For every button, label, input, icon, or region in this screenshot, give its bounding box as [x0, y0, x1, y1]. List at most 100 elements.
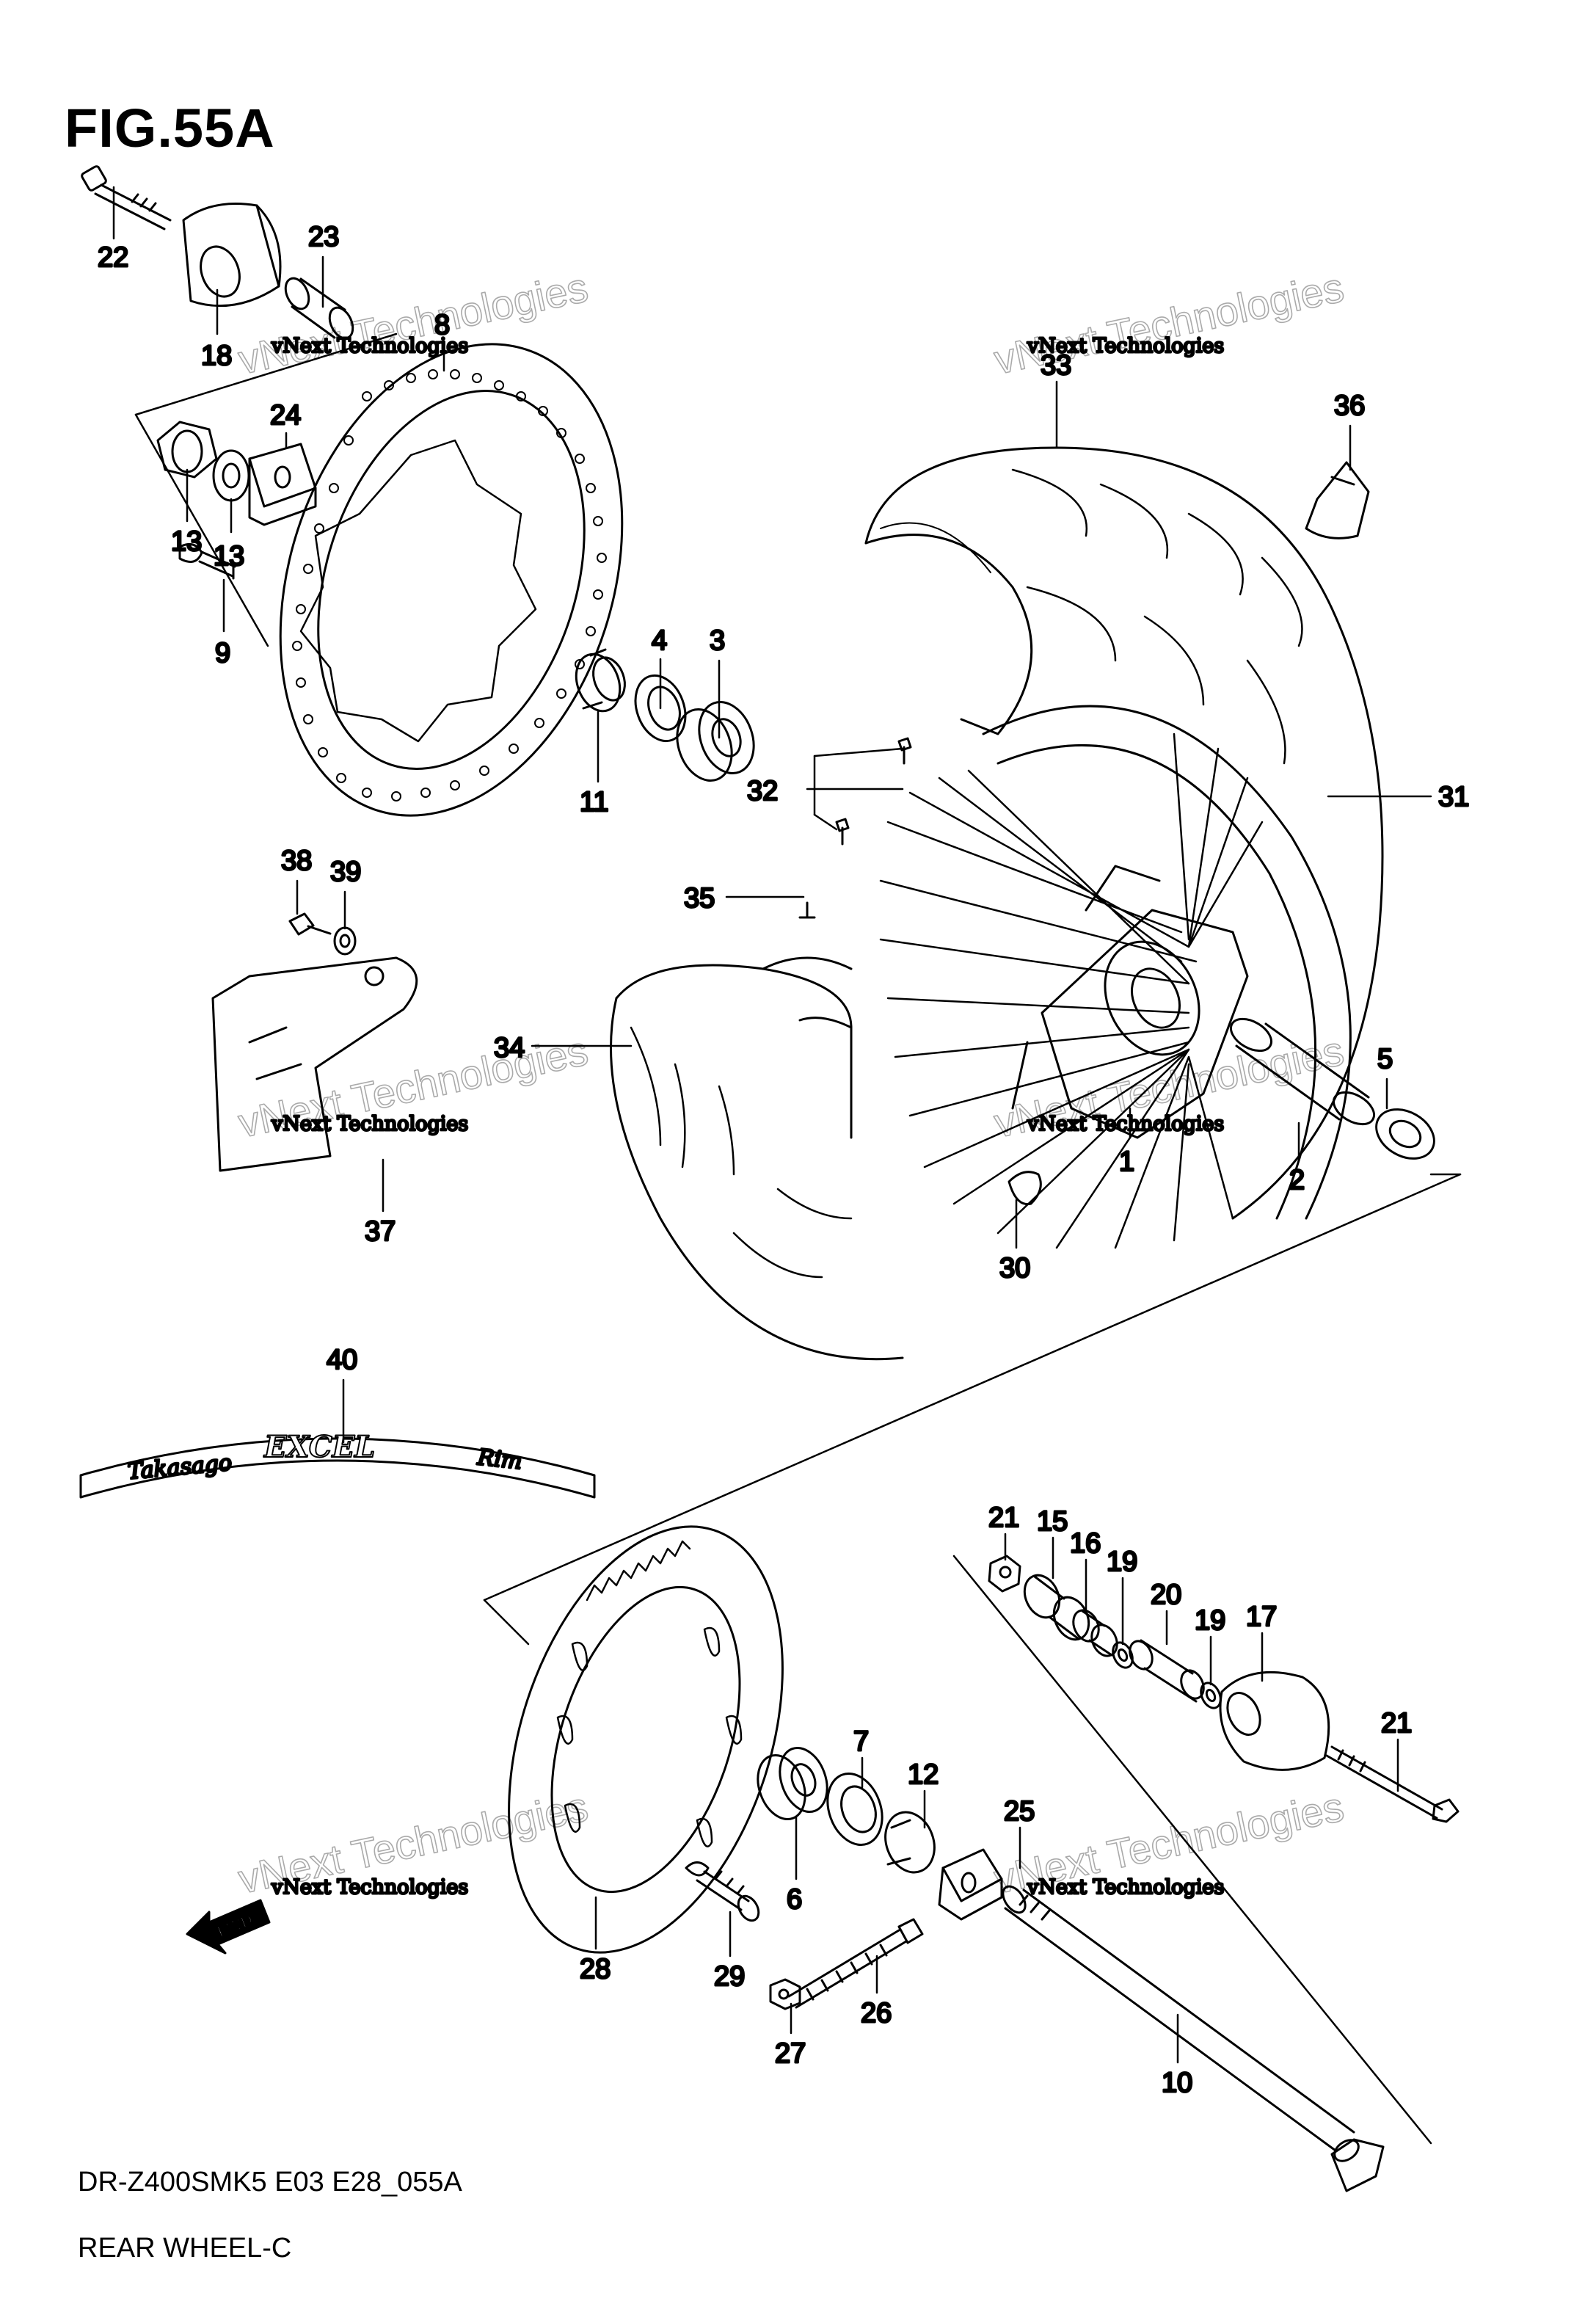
callout-38: 37 [365, 1216, 396, 1247]
part-28-nut [769, 1978, 801, 2010]
callout-15: 15 [1037, 1506, 1068, 1537]
part-2-spacer [1230, 1017, 1375, 1126]
part-24-pin [284, 277, 354, 340]
watermarks: vNext Technologies vNext Technologies vN… [234, 263, 1349, 1903]
callout-32: 31 [1438, 782, 1469, 813]
part-10-axle [1002, 1885, 1385, 2192]
part-18-bar-end-weight [182, 203, 282, 308]
forward-direction-arrow: FWD [186, 1899, 271, 1955]
callout-30: 29 [714, 1961, 745, 1992]
part-33-spoke-nipples [835, 737, 912, 846]
callout-4: 4 [652, 625, 667, 656]
part-40-washer [333, 926, 357, 956]
part-35-rim-band [610, 956, 904, 1361]
guide-line-bottom-right [952, 1555, 1432, 2145]
watermark-text: vNext Technologies [271, 1113, 468, 1135]
part-6-bearing [757, 1746, 828, 1821]
part-38-disc-guard [211, 956, 418, 1172]
callout-9: 9 [215, 638, 230, 669]
callout-5: 5 [1377, 1044, 1393, 1075]
callout-27: 26 [861, 1998, 892, 2029]
watermark-text: vNext Technologies [271, 1876, 468, 1899]
part-39-bolt [288, 912, 332, 936]
callout-28: 27 [775, 2038, 806, 2069]
part-19-washer-right [1200, 1682, 1222, 1709]
callout-10: 10 [1162, 2068, 1192, 2098]
part-8-brake-disc [279, 343, 624, 817]
callout-33: 32 [747, 776, 778, 807]
callout-1: 1 [1119, 1146, 1134, 1177]
callout-39: 38 [281, 846, 312, 876]
callout-7: 7 [853, 1726, 869, 1757]
callout-24: 23 [308, 222, 339, 252]
callout-14: 13 [171, 526, 202, 557]
part-23-bolt [81, 165, 172, 230]
callout-40: 39 [330, 857, 361, 887]
callout-21: 21 [1381, 1708, 1412, 1739]
callout-41: 40 [327, 1345, 357, 1375]
figure-title: FIG.55A [65, 98, 275, 159]
part-9-bolt [178, 542, 236, 580]
watermark-text: vNext Technologies [1027, 335, 1224, 357]
callout-25: 24 [270, 400, 301, 431]
part-26-adjuster-plate [938, 1848, 1003, 1921]
callout-8: 8 [434, 310, 450, 341]
part-12-collar [884, 1811, 936, 1874]
rim-decal-model: EXCEL [263, 1430, 375, 1464]
part-27-adjuster-bolt [787, 1918, 924, 2009]
callout-34: 33 [1041, 350, 1071, 381]
part-3-bearing [676, 701, 755, 782]
callout-35: 34 [494, 1033, 525, 1064]
callout-29: 28 [580, 1954, 611, 1985]
part-15-spacer [1023, 1574, 1090, 1641]
callout-18: 18 [201, 341, 232, 371]
part-41-rim-decal: Takasago EXCEL Rim [79, 1429, 596, 1499]
callout-31: 30 [999, 1253, 1030, 1284]
watermark-bottom-right: vNext Technologies vNext Technologies [990, 1783, 1349, 1903]
callout-16: 16 [1070, 1528, 1101, 1559]
guide-line-left [134, 413, 269, 647]
callout-37: 36 [1334, 390, 1365, 421]
part-11-spacer [575, 648, 626, 713]
guide-line-top [134, 332, 398, 416]
part-25-plate [248, 443, 317, 526]
part-5-bearing [1375, 1108, 1435, 1160]
model-code: DR-Z400SMK5 E03 E28_055A [78, 2167, 462, 2198]
callout-26: 25 [1004, 1796, 1035, 1827]
callout-19a: 19 [1107, 1546, 1137, 1577]
part-31-rim-lock [1007, 1171, 1042, 1206]
part-13-washer [212, 449, 250, 502]
callout-3: 3 [710, 625, 725, 656]
part-4-seal [634, 674, 687, 743]
part-21-bolt [1325, 1745, 1460, 1823]
watermark-mid-left: vNext Technologies vNext Technologies [234, 1027, 593, 1147]
callout-6: 6 [787, 1884, 802, 1915]
guide-line-corner [483, 1599, 530, 1646]
callout-11: 11 [580, 787, 608, 818]
rim-decal-suffix: Rim [475, 1444, 523, 1475]
wheel-spokes [879, 733, 1264, 1249]
part-29-rear-sprocket [508, 1525, 784, 1954]
callout-23: 22 [98, 242, 128, 273]
rim-decal-brand: Takasago [127, 1450, 233, 1485]
part-30-bolt [685, 1861, 760, 1922]
leader-lines [112, 186, 1432, 2064]
part-22-nut [988, 1555, 1021, 1593]
callout-13: 13 [214, 541, 244, 572]
part-16-collar [1072, 1609, 1118, 1657]
callout-17: 17 [1246, 1602, 1277, 1632]
watermark-bottom-left: vNext Technologies vNext Technologies [234, 1783, 593, 1903]
callout-2: 2 [1289, 1165, 1305, 1196]
callout-19b: 19 [1195, 1605, 1225, 1636]
wheel-hub [1011, 865, 1249, 1139]
guide-line-middle [483, 1173, 1462, 1602]
part-34-tire [864, 446, 1384, 1220]
watermark-text: vNext Technologies [271, 335, 468, 357]
part-7-seal [826, 1773, 883, 1846]
assembly-guide-lines [134, 332, 1462, 2145]
part-37-valve-cap [1305, 461, 1370, 539]
callout-12: 12 [908, 1759, 939, 1790]
part-36-tube-valve [798, 901, 816, 919]
